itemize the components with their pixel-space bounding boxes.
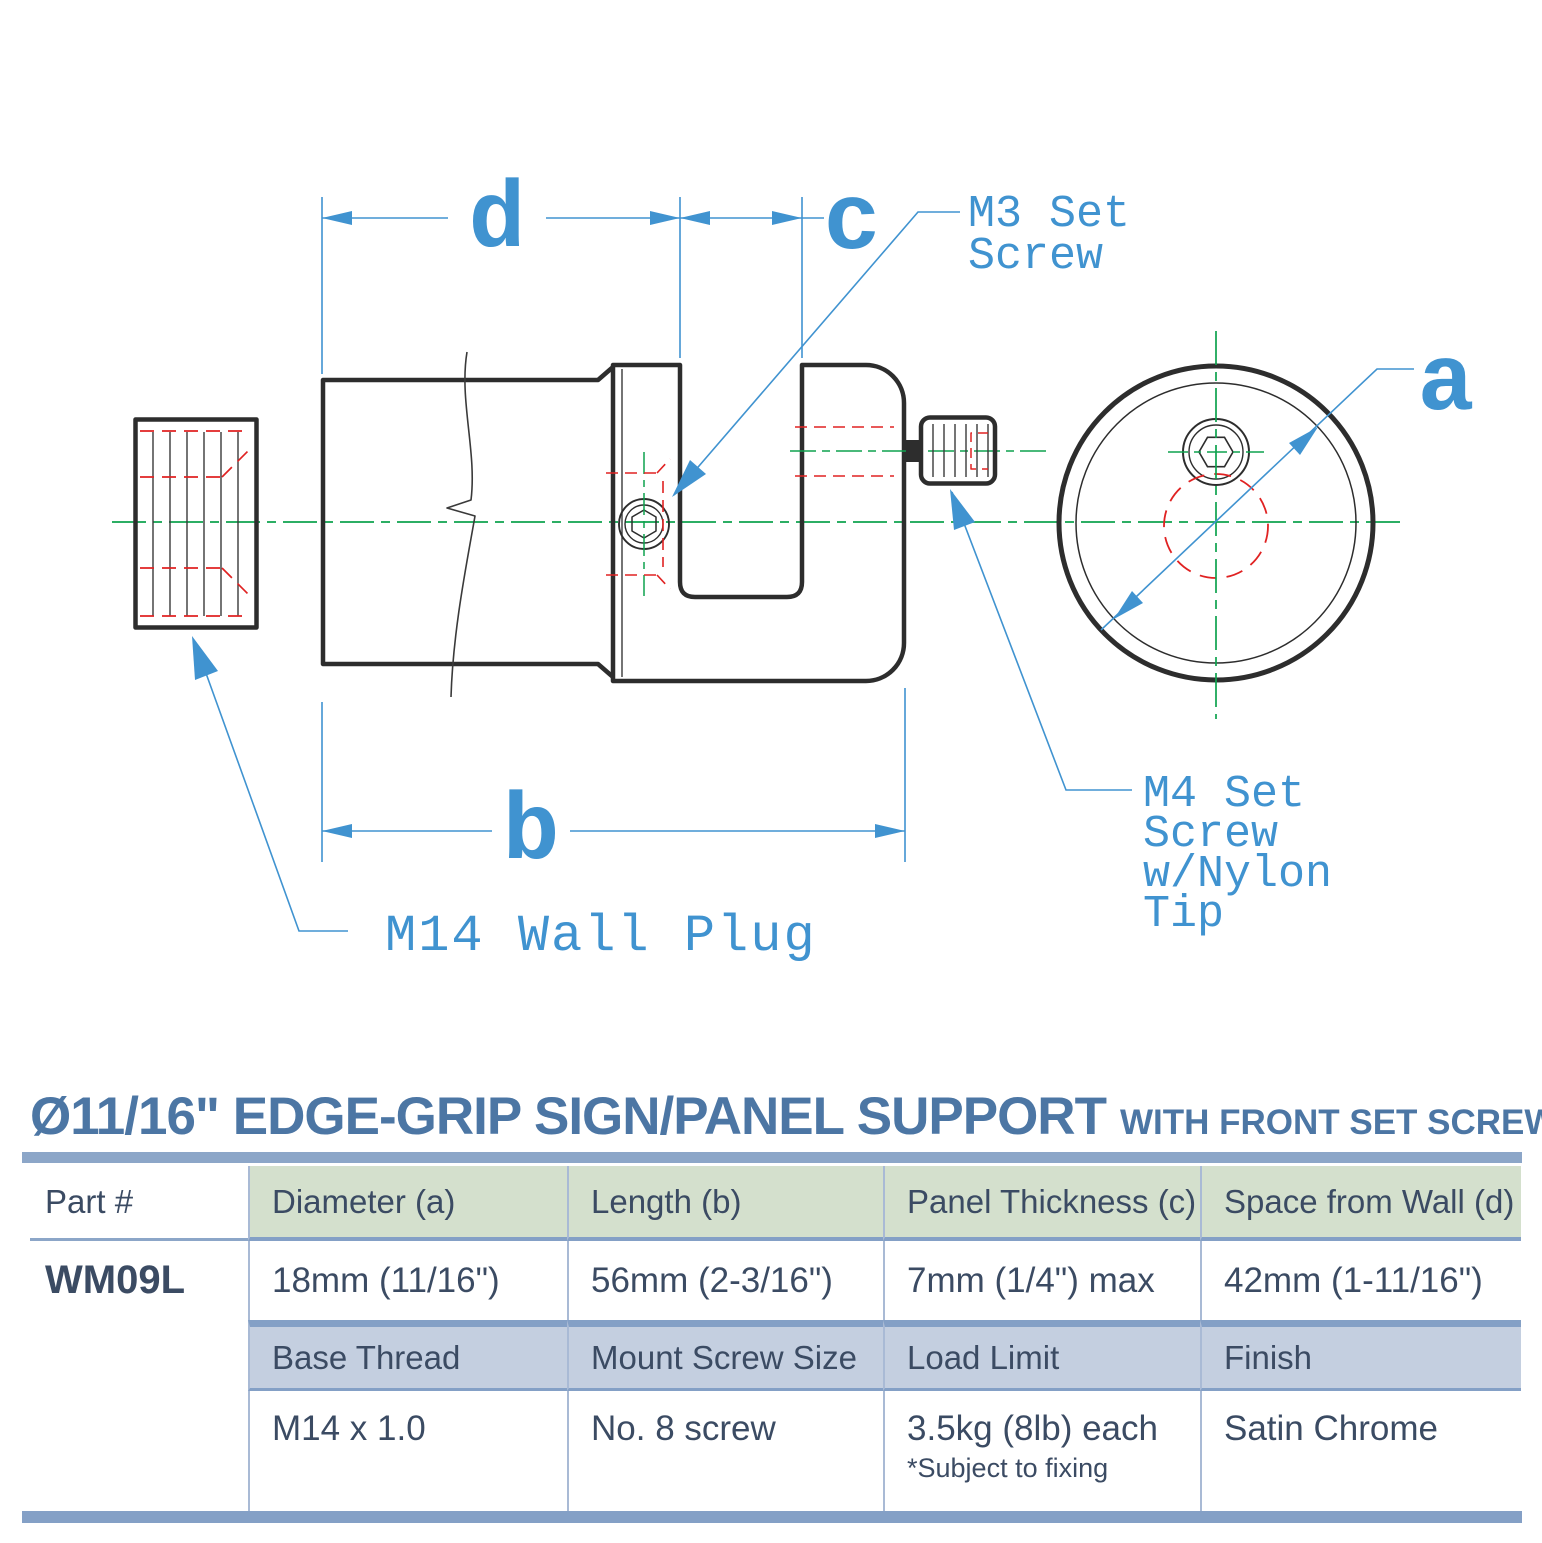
annotations: M3 Set Screw M4 Set Screw w/Nylon Tip M1…	[385, 189, 1332, 966]
value-diameter: 18mm (11/16")	[248, 1241, 567, 1320]
header-base-thread: Base Thread	[248, 1320, 567, 1391]
m3-label-line2: Screw	[968, 231, 1103, 282]
title-divider-bar	[22, 1152, 1522, 1163]
product-title-qualifier: WITH FRONT SET SCREW	[1119, 1103, 1542, 1142]
wall-plug-view	[133, 417, 259, 630]
m14-leader	[193, 639, 348, 932]
m4-hole-hidden-lines	[795, 426, 894, 477]
part-number-header: Part #	[30, 1166, 248, 1241]
break-line	[446, 351, 476, 698]
m4-label-line2: Screw	[1143, 809, 1278, 860]
table-bottom-bar	[22, 1511, 1522, 1523]
m4-arrowhead	[950, 489, 975, 530]
value-base-thread: M14 x 1.0	[248, 1391, 567, 1511]
header-load-limit: Load Limit	[883, 1320, 1200, 1391]
wall-plug-thread-hidden-lines	[140, 430, 251, 617]
header-mount-screw-size: Mount Screw Size	[567, 1320, 883, 1391]
dim-label-d: d	[468, 167, 525, 275]
body-outline	[320, 365, 615, 679]
dimension-letters: d c b a	[468, 167, 1474, 887]
m3-leader	[673, 211, 960, 496]
m4-nylon-tip	[906, 440, 922, 462]
a-diagonal	[1100, 368, 1414, 631]
load-limit-value: 3.5kg (8lb) each	[907, 1409, 1158, 1448]
m4-label-line4: Tip	[1143, 889, 1224, 940]
m14-arrowhead	[192, 636, 218, 680]
header-panel-thickness: Panel Thickness (c)	[883, 1166, 1200, 1241]
front-view	[1056, 331, 1376, 719]
header-diameter: Diameter (a)	[248, 1166, 567, 1241]
header-length: Length (b)	[567, 1166, 883, 1241]
m4-label-line3: w/Nylon	[1143, 849, 1332, 900]
m3-hidden-lines	[606, 458, 671, 590]
dim-label-c: c	[823, 169, 880, 277]
value-finish: Satin Chrome	[1200, 1391, 1521, 1511]
m14-label: M14 Wall Plug	[385, 907, 817, 966]
value-space-from-wall: 42mm (1-11/16")	[1200, 1241, 1521, 1320]
dim-label-a: a	[1417, 330, 1474, 438]
product-title: Ø11/16" EDGE-GRIP SIGN/PANEL SUPPORT WITH…	[30, 1086, 1542, 1147]
side-view	[320, 351, 1046, 698]
dimension-arrowheads	[192, 211, 1318, 838]
load-limit-note: *Subject to fixing	[907, 1453, 1109, 1483]
wall-plug-outline	[133, 417, 259, 630]
value-panel-thickness: 7mm (1/4") max	[883, 1241, 1200, 1320]
header-finish: Finish	[1200, 1320, 1521, 1391]
m4-set-screw	[906, 415, 998, 486]
head-outline	[610, 362, 907, 684]
part-number-value: WM09L	[30, 1241, 248, 1320]
wall-plug-knurl-lines	[152, 432, 239, 616]
technical-drawing: d c b a M3 Set Screw M4 Set Screw w/Nylo…	[112, 167, 1475, 966]
dim-label-b: b	[502, 779, 559, 887]
m4-label-line1: M4 Set	[1143, 769, 1305, 820]
spacer-cell	[30, 1391, 248, 1511]
value-mount-screw-size: No. 8 screw	[567, 1391, 883, 1511]
m3-arrowhead	[672, 460, 706, 497]
spacer-cell	[30, 1320, 248, 1391]
product-title-main: Ø11/16" EDGE-GRIP SIGN/PANEL SUPPORT	[30, 1087, 1107, 1146]
m4-leader	[951, 491, 1132, 791]
value-length: 56mm (2-3/16")	[567, 1241, 883, 1320]
value-load-limit: 3.5kg (8lb) each *Subject to fixing	[883, 1391, 1200, 1511]
m4-hidden-bracket	[970, 432, 988, 470]
header-space-from-wall: Space from Wall (d)	[1200, 1166, 1521, 1241]
spec-table: Part # Diameter (a) Length (b) Panel Thi…	[30, 1166, 1521, 1511]
m3-label-line1: M3 Set	[968, 189, 1130, 240]
